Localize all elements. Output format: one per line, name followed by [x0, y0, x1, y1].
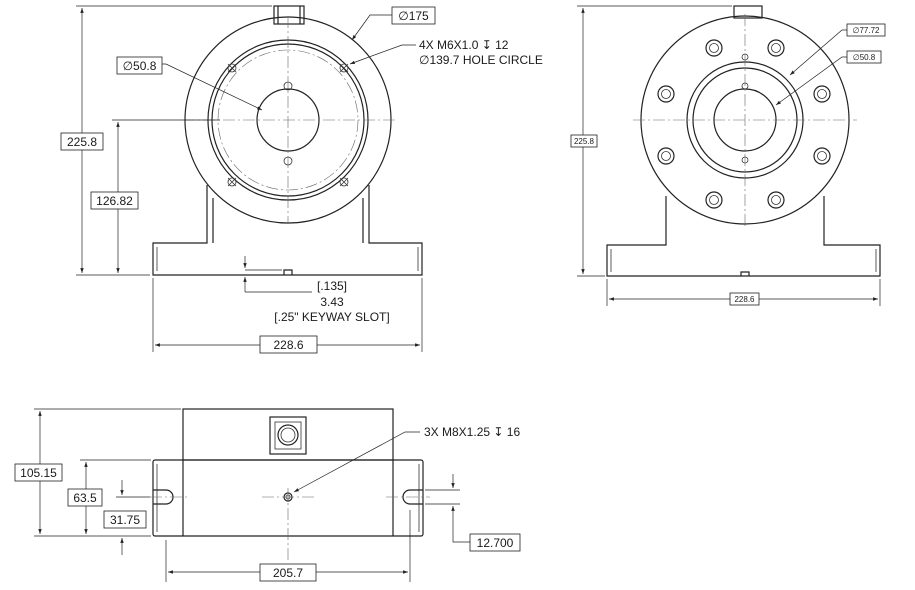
dim-keyway-mm: 3.43 [320, 295, 344, 309]
dim-rear-width: 228.6 [734, 295, 755, 304]
dim-slot-offset: 12.700 [477, 536, 514, 550]
connector-rear [733, 5, 763, 19]
note-keyway-slot: [.25" KEYWAY SLOT] [274, 310, 389, 324]
rear-base-outline [606, 196, 881, 277]
top-view: 105.15 63.5 31.75 3X M8X1.25 ↧ 16 12.700… [14, 408, 520, 582]
dim-top-height-mid: 63.5 [73, 491, 97, 505]
dim-rear-height: 225.8 [574, 137, 595, 146]
bolt-pattern [657, 39, 831, 209]
note-tapped-holes: 4X M6X1.0 ↧ 12 [419, 38, 509, 52]
dim-keyway-in: [.135] [317, 279, 347, 293]
dim-height-center: 126.82 [96, 194, 133, 208]
dim-width-base: 228.6 [273, 338, 303, 352]
dim-height-overall: 225.8 [67, 135, 97, 149]
base-outline [152, 185, 423, 276]
front-view: ∅175 ∅50.8 4X M6X1.0 ↧ 12 ∅139.7 HOLE CI… [60, 5, 543, 354]
dim-top-height-overall: 105.15 [20, 466, 57, 480]
dim-top-height-low: 31.75 [110, 513, 140, 527]
tapped-holes-front [227, 63, 349, 187]
rear-view: ∅77.72 ∅50.8 225.8 228.6 [570, 5, 886, 306]
dim-rear-dia-bore: ∅50.8 [853, 53, 876, 62]
connector-front [273, 5, 305, 25]
dim-dia-flange: ∅77.72 [853, 26, 881, 35]
dim-dia-bore: ∅50.8 [123, 59, 157, 73]
note-top-tapped-holes: 3X M8X1.25 ↧ 16 [424, 425, 520, 439]
dim-dia-outer: ∅175 [398, 9, 429, 23]
connector-top [269, 416, 307, 455]
dim-width-mount: 205.7 [273, 566, 303, 580]
note-hole-circle: ∅139.7 HOLE CIRCLE [419, 53, 543, 67]
